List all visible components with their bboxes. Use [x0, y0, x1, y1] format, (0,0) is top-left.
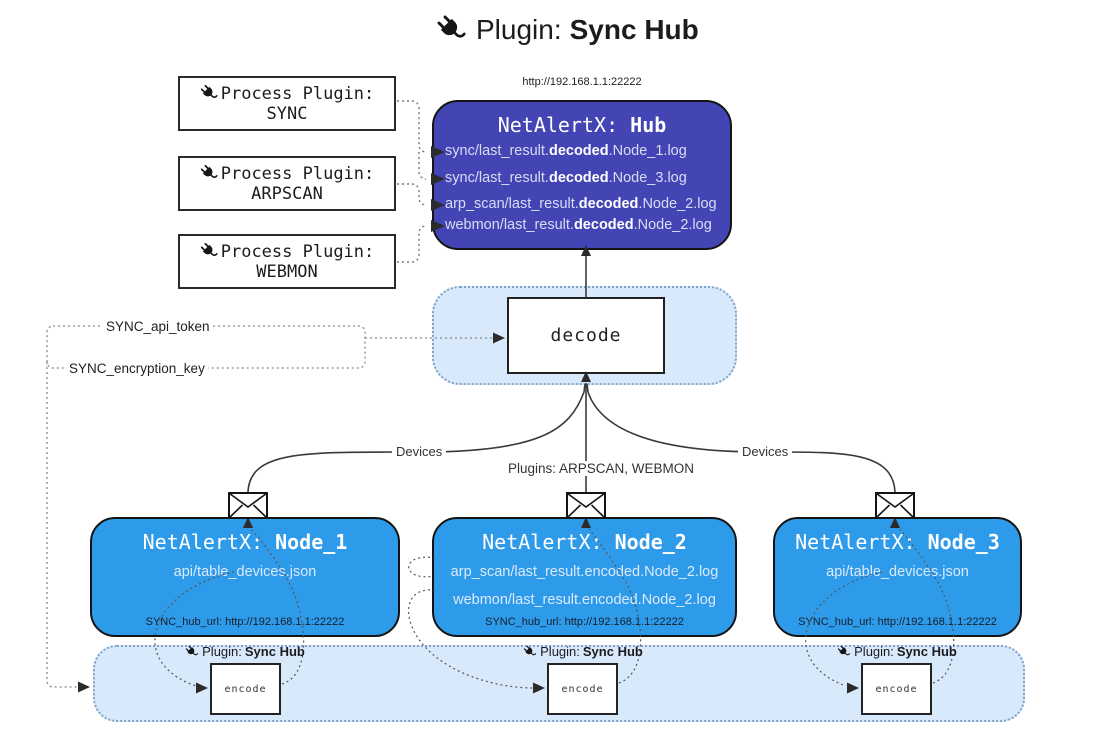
envelope-icon — [566, 492, 606, 519]
api-token-label: SYNC_api_token — [103, 319, 213, 334]
node-box-1: NetAlertX: Node_1 api/table_devices.json… — [90, 517, 400, 637]
node-file: arp_scan/last_result.encoded.Node_2.log — [450, 564, 719, 580]
edge-secrets-strip — [46, 362, 78, 688]
edge-arpscan-log3 — [397, 183, 427, 206]
title-prefix: Plugin: — [476, 14, 562, 45]
edge-sync-log1 — [397, 100, 427, 153]
title-name: Sync Hub — [569, 14, 699, 45]
process-plugin-name: ARPSCAN — [251, 183, 323, 204]
plug-icon — [837, 645, 851, 659]
encryption-key-label: SYNC_encryption_key — [66, 361, 208, 376]
plug-icon — [200, 242, 219, 261]
hub-url: http://192.168.1.1:22222 — [522, 76, 642, 88]
encoder-label: Plugin: Sync Hub — [837, 644, 957, 659]
hub-log-line: sync/last_result.decoded.Node_1.log — [445, 143, 687, 159]
hub-log-line: arp_scan/last_result.decoded.Node_2.log — [445, 196, 717, 212]
hub-log-list: sync/last_result.decoded.Node_1.log sync… — [445, 143, 735, 233]
process-plugin-name: WEBMON — [256, 261, 318, 282]
process-plugin-box-webmon: Process Plugin: WEBMON — [178, 234, 396, 289]
process-plugin-box-sync: Process Plugin: SYNC — [178, 76, 396, 131]
plug-icon — [185, 645, 199, 659]
hub-title-prefix: NetAlertX: — [497, 113, 631, 137]
node-hub-url: SYNC_hub_url: http://192.168.1.1:22222 — [485, 616, 684, 628]
process-plugin-label: Process Plugin: — [220, 163, 375, 184]
node-hub-url: SYNC_hub_url: http://192.168.1.1:22222 — [798, 616, 997, 628]
plug-icon — [436, 14, 468, 46]
plug-icon — [200, 84, 219, 103]
encode-box: encode — [861, 663, 932, 715]
arrowhead — [78, 681, 90, 693]
process-plugin-label: Process Plugin: — [220, 83, 375, 104]
edge-sync-log2 — [418, 152, 427, 180]
hub-log-line: webmon/last_result.decoded.Node_2.log — [445, 217, 712, 233]
devices-label-right: Devices — [738, 444, 793, 459]
plugins-label: Plugins: ARPSCAN, WEBMON — [504, 461, 699, 476]
diagram-title: Plugin: Sync Hub — [436, 14, 699, 46]
encoder-label: Plugin: Sync Hub — [523, 644, 643, 659]
node-file-list: api/table_devices.json — [775, 564, 1020, 580]
hub-title-name: Hub — [630, 113, 667, 137]
plug-icon — [523, 645, 537, 659]
node-file: webmon/last_result.encoded.Node_2.log — [453, 592, 716, 608]
plug-icon — [200, 164, 219, 183]
node-title: NetAlertX: Node_3 — [795, 530, 1000, 554]
node-box-3: NetAlertX: Node_3 api/table_devices.json… — [773, 517, 1022, 637]
node-title: NetAlertX: Node_2 — [482, 530, 687, 554]
node-file-list: arp_scan/last_result.encoded.Node_2.log … — [434, 564, 735, 608]
node-file-list: api/table_devices.json — [92, 564, 398, 580]
process-plugin-name: SYNC — [266, 103, 308, 124]
hub-box: NetAlertX: Hub — [432, 100, 732, 250]
encode-box: encode — [547, 663, 618, 715]
envelope-icon — [228, 492, 268, 519]
hub-title: NetAlertX: Hub — [434, 113, 730, 137]
decode-box: decode — [507, 297, 665, 374]
node-file: api/table_devices.json — [826, 564, 969, 580]
process-plugin-label: Process Plugin: — [220, 241, 375, 262]
encode-box: encode — [210, 663, 281, 715]
node-hub-url: SYNC_hub_url: http://192.168.1.1:22222 — [145, 616, 345, 628]
hub-log-line: sync/last_result.decoded.Node_3.log — [445, 170, 687, 186]
node-box-2: NetAlertX: Node_2 arp_scan/last_result.e… — [432, 517, 737, 637]
node-title: NetAlertX: Node_1 — [142, 530, 348, 554]
envelope-icon — [875, 492, 915, 519]
edge-webmon-log4 — [397, 225, 427, 263]
process-plugin-box-arpscan: Process Plugin: ARPSCAN — [178, 156, 396, 211]
devices-label-left: Devices — [392, 444, 447, 459]
encoder-label: Plugin: Sync Hub — [185, 644, 305, 659]
node-file: api/table_devices.json — [173, 564, 317, 580]
